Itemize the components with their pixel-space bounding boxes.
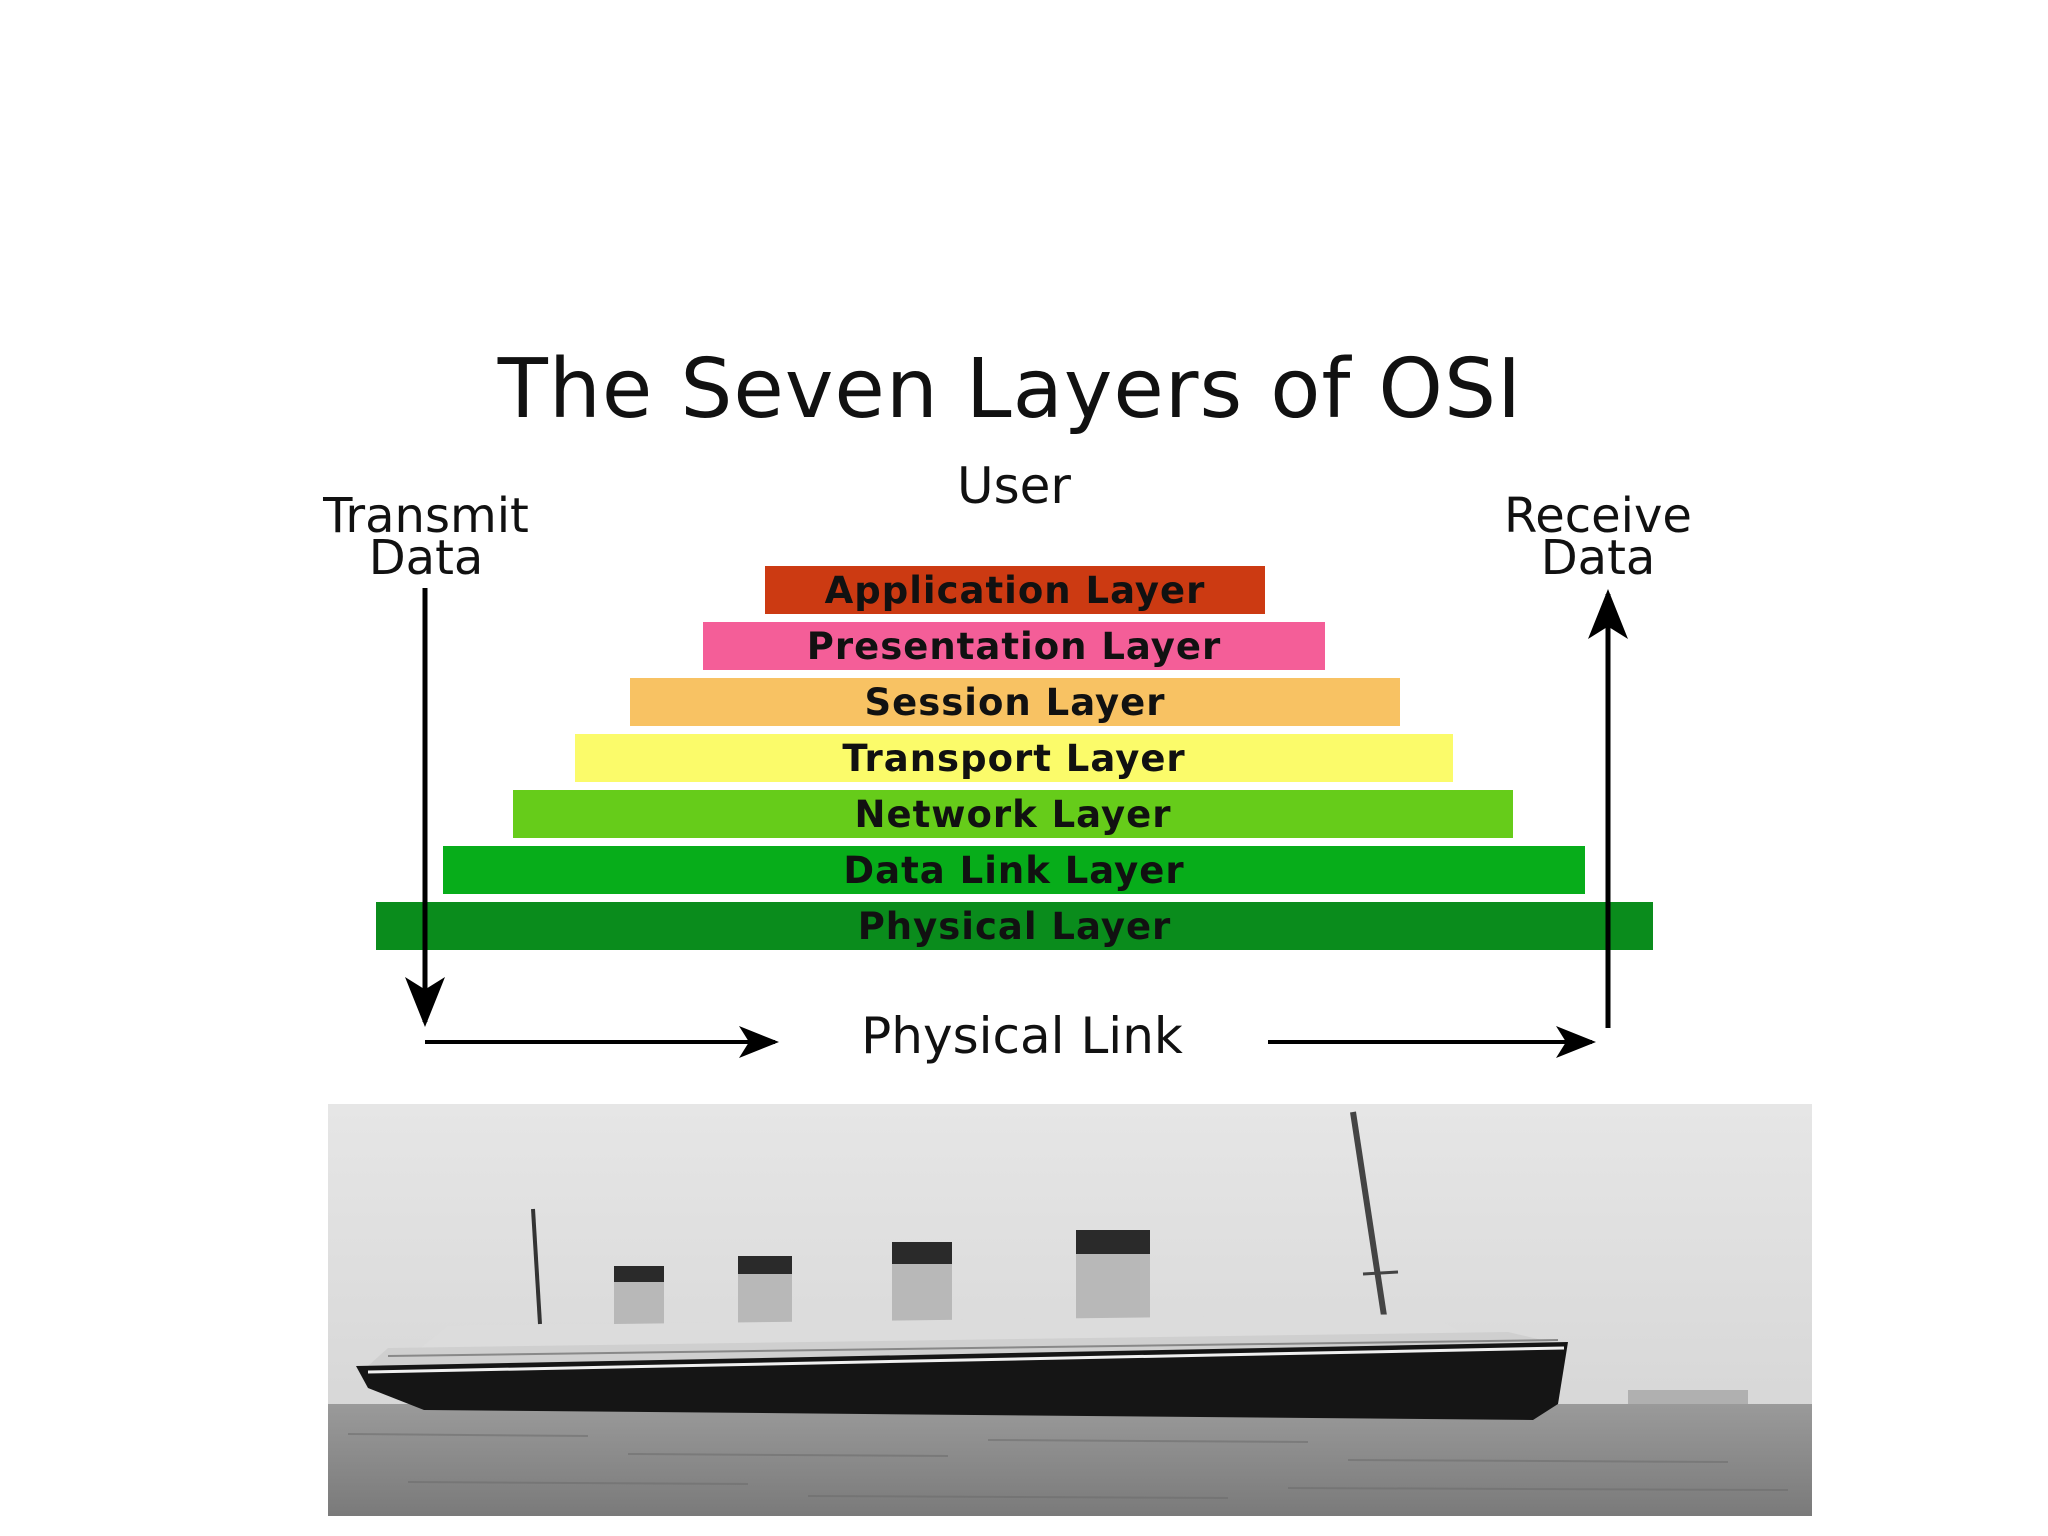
layer-network: Network Layer <box>513 790 1513 838</box>
physical-link-label: Physical Link <box>861 1007 1183 1065</box>
transmit-label-line2: Data <box>368 530 484 586</box>
receive-label-line2: Data <box>1540 530 1656 586</box>
receive-label-line1: Receive <box>1504 488 1692 544</box>
transmit-data-label: Transmit Data <box>256 488 596 586</box>
layer-application: Application Layer <box>765 566 1265 614</box>
diagram-title: The Seven Layers of OSI <box>497 342 1523 437</box>
layer-data-link: Data Link Layer <box>443 846 1585 894</box>
user-label: User <box>957 457 1071 515</box>
transmit-label-line1: Transmit <box>323 488 529 544</box>
layer-transport: Transport Layer <box>575 734 1453 782</box>
layer-session: Session Layer <box>630 678 1400 726</box>
layer-presentation: Presentation Layer <box>703 622 1325 670</box>
receive-data-label: Receive Data <box>1428 488 1768 586</box>
ocean-liner-photo <box>328 1104 1812 1516</box>
layer-physical: Physical Layer <box>376 902 1653 950</box>
